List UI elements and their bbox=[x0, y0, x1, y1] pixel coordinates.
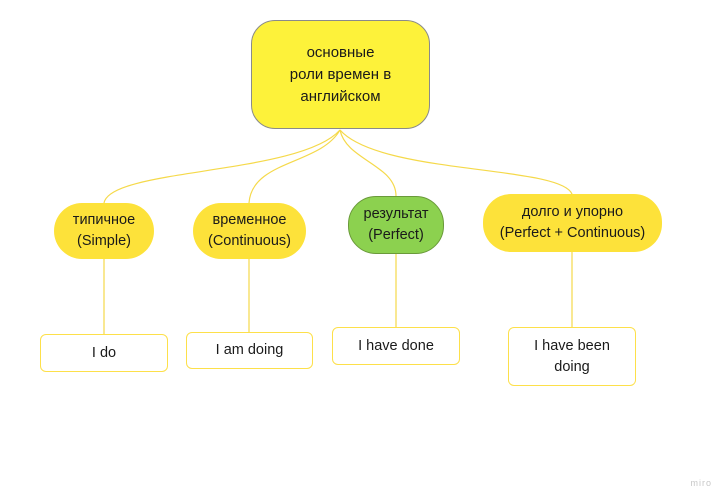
example-perfect-node[interactable]: I have done bbox=[332, 327, 460, 365]
example-continuous-node[interactable]: I am doing bbox=[186, 332, 313, 369]
category-perfect-node[interactable]: результат (Perfect) bbox=[348, 196, 444, 254]
connector-root-to-simple bbox=[103, 129, 341, 204]
miro-watermark: miro bbox=[690, 478, 712, 488]
root-node[interactable]: основные роли времен в английском bbox=[251, 20, 430, 129]
connector-root-to-continuous bbox=[248, 129, 341, 204]
connector-root-to-perfect bbox=[339, 129, 397, 197]
example-perfect-continuous-node[interactable]: I have been doing bbox=[508, 327, 636, 386]
example-simple-node[interactable]: I do bbox=[40, 334, 168, 372]
category-simple-node[interactable]: типичное (Simple) bbox=[54, 203, 154, 259]
category-continuous-node[interactable]: временное (Continuous) bbox=[193, 203, 306, 259]
connector-root-to-perfect-continuous bbox=[339, 129, 573, 195]
category-perfect-continuous-node[interactable]: долго и упорно (Perfect + Continuous) bbox=[483, 194, 662, 252]
